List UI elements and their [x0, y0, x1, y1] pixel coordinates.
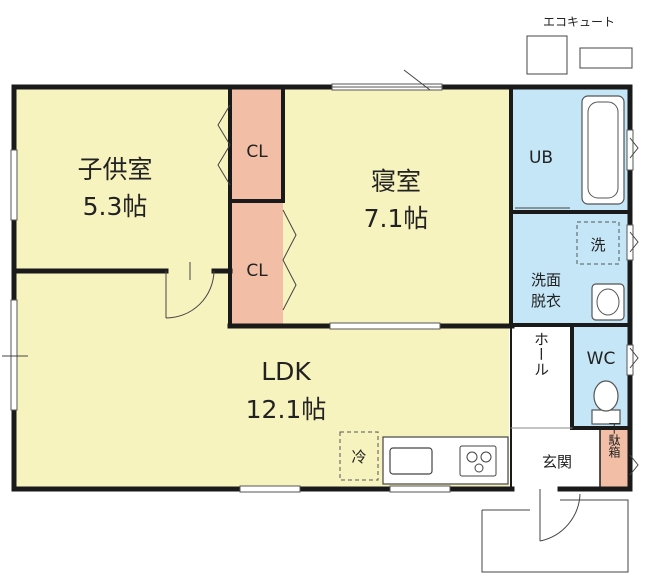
ecocute-label: エコキュート — [543, 15, 615, 29]
shoe-box-area — [600, 428, 628, 488]
closet-upper-area[interactable] — [230, 88, 283, 200]
washer-space — [576, 221, 620, 265]
sink-icon — [389, 447, 433, 475]
fridge-label: 冷 — [351, 448, 366, 466]
bedroom-name: 寝室 — [371, 167, 421, 196]
wash-basin — [591, 283, 625, 321]
bathtub — [581, 95, 625, 205]
windows — [10, 83, 634, 493]
stove-icon — [459, 445, 497, 477]
ldk-size: 12.1帖 — [246, 395, 327, 424]
hall-label: ホール — [532, 332, 550, 377]
toilet-fixture — [591, 380, 621, 425]
kids-room-area[interactable] — [16, 88, 230, 272]
kids-room-size: 5.3帖 — [83, 192, 148, 221]
bath-label: UB — [529, 148, 553, 168]
fridge-space — [339, 431, 379, 481]
closet-lower-label: CL — [246, 261, 268, 281]
washer-label: 洗 — [590, 236, 605, 254]
entrance-label: 玄関 — [542, 453, 572, 471]
closet-lower-area[interactable] — [230, 200, 283, 326]
doors — [2, 69, 639, 542]
porch — [481, 499, 629, 573]
entrance-area[interactable] — [512, 428, 600, 488]
ldk-name: LDK — [261, 357, 311, 386]
toilet-label: WC — [587, 349, 616, 369]
ecocute-unit-icon — [526, 35, 568, 75]
shoe-box-label: 下駄箱 — [607, 422, 621, 458]
washroom-label-line1: 洗面 — [531, 271, 561, 289]
closet-upper-label: CL — [246, 142, 268, 162]
hall-area[interactable] — [512, 324, 572, 428]
kids-room-name: 子供室 — [77, 155, 152, 184]
washroom-label-line2: 脱衣 — [531, 292, 561, 310]
bedroom-size: 7.1帖 — [364, 204, 429, 233]
ecocute-tank-icon — [579, 47, 633, 69]
